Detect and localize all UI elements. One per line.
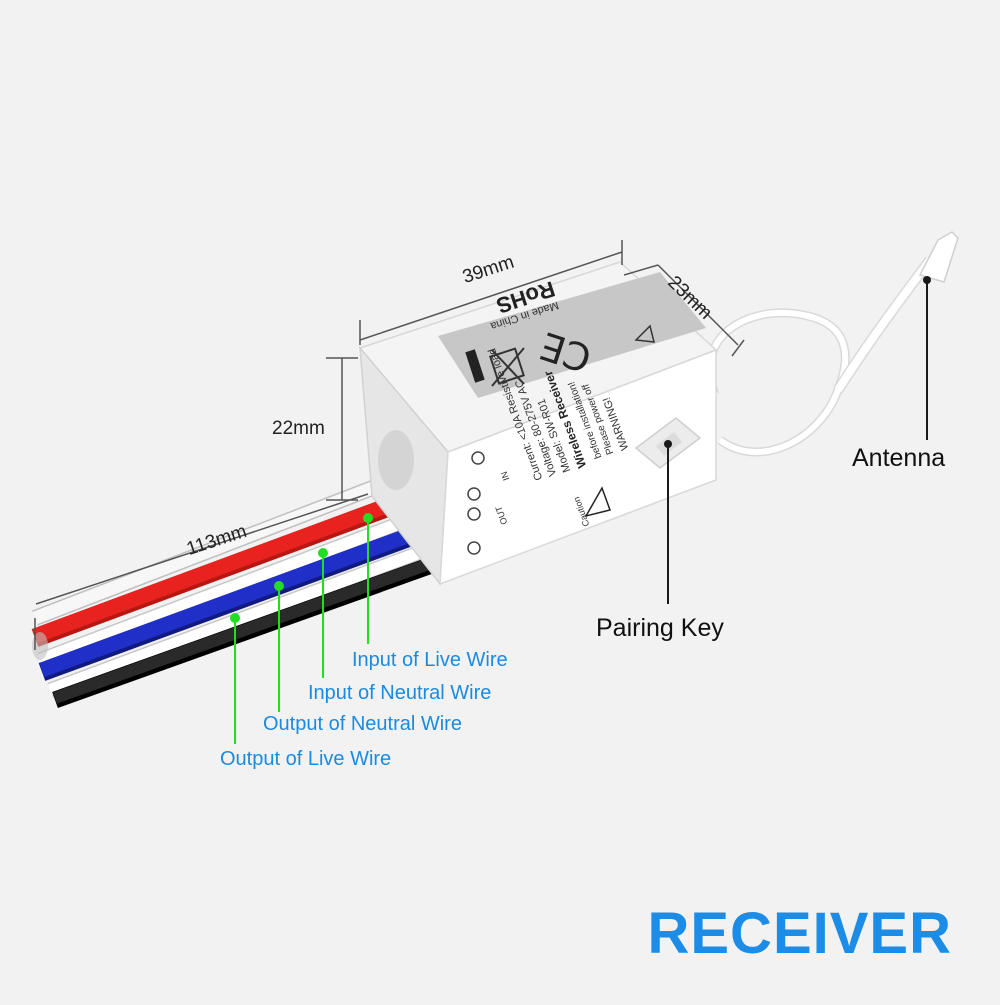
wire-bundle bbox=[31, 454, 444, 709]
green-leaders bbox=[234, 520, 369, 744]
input-live-label: Input of Live Wire bbox=[352, 649, 508, 671]
receiver-title: RECEIVER bbox=[647, 901, 952, 966]
input-neutral-label: Input of Neutral Wire bbox=[308, 682, 492, 704]
antenna-leader-dot bbox=[923, 276, 931, 284]
output-neutral-label: Output of Neutral Wire bbox=[263, 713, 462, 735]
pairing-key-leader-dot bbox=[664, 440, 672, 448]
black-leaders bbox=[667, 282, 928, 604]
green-leader-dots bbox=[230, 513, 373, 623]
top-label-plate bbox=[438, 272, 706, 398]
device-end-sticker bbox=[378, 430, 414, 490]
dimension-lines bbox=[34, 240, 745, 650]
terminal-markers bbox=[467, 451, 485, 555]
antenna-label: Antenna bbox=[852, 444, 946, 472]
output-live-label: Output of Live Wire bbox=[220, 748, 392, 770]
device-front-face bbox=[439, 348, 717, 586]
warning-triangle-icon bbox=[584, 486, 611, 518]
pairing-key-label: Pairing Key bbox=[596, 614, 724, 642]
height-dimension: 22mm bbox=[272, 418, 325, 439]
antenna-wire bbox=[705, 231, 959, 457]
wifi-signal-icon bbox=[634, 324, 655, 343]
weee-bin-icon bbox=[465, 347, 525, 387]
